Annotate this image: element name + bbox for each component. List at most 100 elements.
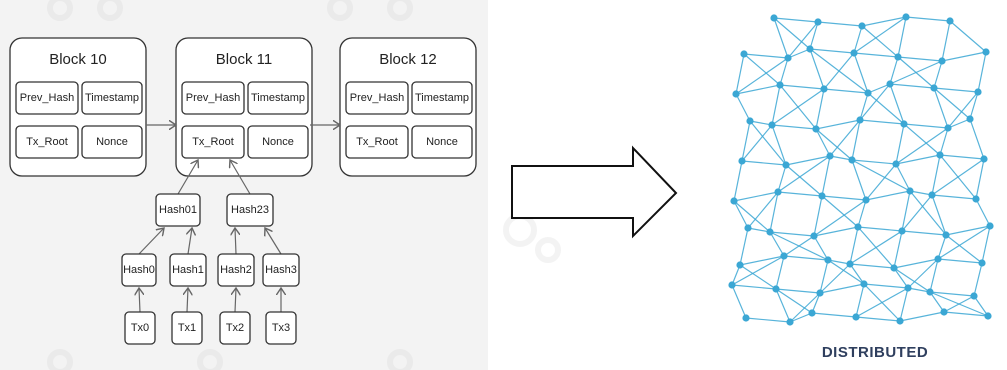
network-edge (815, 119, 861, 130)
network-node (898, 227, 906, 235)
network-edge (775, 288, 791, 323)
network-edge (735, 57, 789, 95)
tx-root-field (345, 125, 409, 159)
network-edge (853, 52, 899, 58)
network-edge (777, 164, 787, 193)
network-node (860, 280, 868, 288)
network-edge (969, 118, 985, 160)
network-edge (811, 312, 857, 318)
watermark-pattern (47, 0, 561, 370)
network-edge (779, 57, 789, 86)
network-edge (819, 259, 829, 294)
network-edge (889, 83, 935, 89)
network-edge (769, 231, 815, 237)
network-node (886, 80, 894, 88)
network-edge (771, 124, 787, 166)
network-edge (941, 20, 951, 62)
tx-root-label: Tx_Root (356, 136, 398, 148)
network-node (848, 156, 856, 164)
network-edge (863, 283, 909, 289)
network-edge (749, 120, 787, 166)
network-edge (909, 190, 933, 196)
network-node (928, 191, 936, 199)
network-node (744, 224, 752, 232)
network-edge (855, 283, 865, 318)
network-edge (937, 258, 983, 264)
network-edge (889, 83, 905, 125)
network-edge (975, 158, 985, 200)
network-node (974, 88, 982, 96)
network-node (784, 54, 792, 62)
network-edge (943, 295, 975, 313)
network-edge (893, 230, 903, 269)
network-edge (739, 227, 749, 266)
network-node (938, 57, 946, 65)
network-node (766, 228, 774, 236)
network-edge (731, 284, 777, 290)
network-node (780, 252, 788, 260)
network-edge (741, 124, 773, 162)
network-node (814, 18, 822, 26)
network-edge (771, 88, 825, 126)
network-node (978, 259, 986, 267)
network-node (854, 223, 862, 231)
network-edge (929, 291, 975, 297)
network-edge (937, 234, 947, 260)
network-edge (903, 123, 949, 129)
network-edge (897, 16, 907, 58)
network-node (904, 284, 912, 292)
network-edge (821, 195, 867, 201)
network-edge (771, 124, 817, 130)
tree-arrow (177, 160, 198, 195)
network-edge (857, 226, 903, 232)
network-edge (943, 311, 989, 317)
network-edge (789, 292, 821, 323)
network-edge (773, 17, 789, 59)
network-node (896, 317, 904, 325)
nonce-field (81, 125, 143, 159)
network-node (816, 289, 824, 297)
tree-arrow (235, 288, 236, 313)
hash-node (121, 253, 157, 287)
network-edge (787, 21, 819, 59)
network-node (946, 17, 954, 25)
network-edge (823, 88, 869, 94)
network-edge (893, 267, 909, 289)
network-node (824, 256, 832, 264)
transaction-node (124, 311, 156, 345)
network-edge (931, 194, 977, 200)
network-edge (769, 231, 785, 257)
network-edge (941, 51, 987, 62)
network-edge (771, 84, 781, 126)
hash-node (262, 253, 300, 287)
transaction-node (219, 311, 251, 345)
network-edge (731, 255, 785, 286)
tree-arrow (230, 160, 251, 195)
network-node (810, 232, 818, 240)
hash-node (217, 253, 255, 287)
network-edge (747, 191, 779, 229)
network-edge (813, 199, 867, 237)
network-edge (815, 88, 825, 130)
transform-arrow-icon (511, 145, 678, 239)
network-edge (857, 199, 867, 228)
network-node (940, 308, 948, 316)
network-edge (733, 160, 743, 202)
network-edge (865, 163, 897, 201)
network-edge (733, 200, 771, 233)
network-node (930, 84, 938, 92)
timestamp-field (411, 81, 473, 115)
network-node (812, 125, 820, 133)
network-edge (747, 227, 771, 233)
network-edge (777, 155, 831, 193)
network-edge (809, 48, 825, 90)
network-edge (785, 155, 831, 166)
timestamp-label: Timestamp (85, 92, 139, 104)
timestamp-field (81, 81, 143, 115)
network-edge (827, 259, 865, 285)
network-edge (981, 225, 991, 264)
